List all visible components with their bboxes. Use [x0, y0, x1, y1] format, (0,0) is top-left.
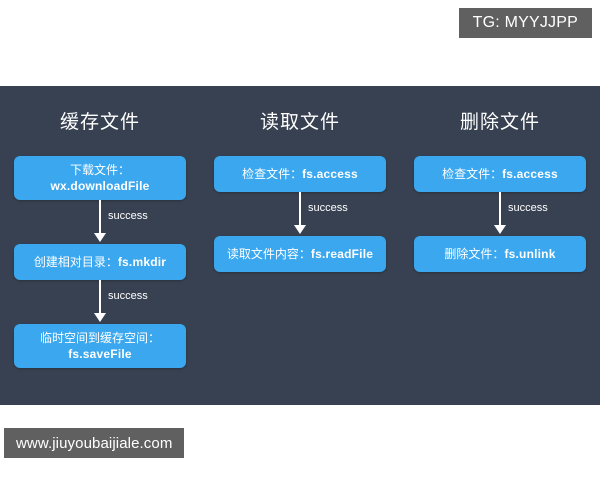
- flow-node-label: 检查文件：: [442, 167, 503, 181]
- arrow-down-icon: [94, 233, 106, 242]
- flow-node-api: fs.saveFile: [68, 347, 132, 361]
- flow-node-label: 检查文件：: [242, 167, 303, 181]
- flow-connector: success: [14, 280, 186, 324]
- diagram-column-delete-file: 删除文件 检查文件：fs.access success 删除文件：fs.unli…: [400, 86, 600, 405]
- connector-line: [499, 192, 501, 228]
- flow-node-content: 下载文件： wx.downloadFile: [22, 162, 178, 194]
- flow-connector: success: [214, 192, 386, 236]
- flow-node-api: fs.access: [502, 167, 558, 181]
- diagram-columns: 缓存文件 下载文件： wx.downloadFile success 创建相对目录…: [0, 86, 600, 405]
- arrow-down-icon: [294, 225, 306, 234]
- flow-node-content: 删除文件：fs.unlink: [444, 246, 555, 262]
- flow-node-api: fs.access: [302, 167, 358, 181]
- flow-connector: success: [414, 192, 586, 236]
- watermark-top-right: TG: MYYJJPP: [458, 8, 592, 38]
- flow-node[interactable]: 下载文件： wx.downloadFile: [14, 156, 186, 200]
- connector-line: [99, 200, 101, 236]
- connector-label: success: [108, 210, 148, 222]
- column-title: 读取文件: [259, 112, 340, 133]
- column-title: 删除文件: [459, 112, 540, 133]
- flow-node-api: fs.readFile: [310, 247, 374, 261]
- connector-line: [99, 280, 101, 316]
- flow-node-content: 检查文件：fs.access: [242, 166, 358, 182]
- flow-node[interactable]: 读取文件内容：fs.readFile: [214, 236, 386, 272]
- column-title: 缓存文件: [59, 112, 140, 133]
- flow-node[interactable]: 删除文件：fs.unlink: [414, 236, 586, 272]
- flow-node-label: 临时空间到缓存空间：: [39, 331, 160, 345]
- flow-node-content: 临时空间到缓存空间： fs.saveFile: [40, 330, 160, 362]
- arrow-down-icon: [494, 225, 506, 234]
- flow-node[interactable]: 创建相对目录：fs.mkdir: [14, 244, 186, 280]
- diagram-column-cache-file: 缓存文件 下载文件： wx.downloadFile success 创建相对目录…: [0, 86, 200, 405]
- flow-node-label: 读取文件内容：: [226, 247, 311, 261]
- connector-label: success: [308, 202, 348, 214]
- flow-node-content: 读取文件内容：fs.readFile: [227, 246, 373, 262]
- diagram-panel: 缓存文件 下载文件： wx.downloadFile success 创建相对目录…: [0, 86, 600, 405]
- flow-connector: success: [14, 200, 186, 244]
- connector-label: success: [108, 290, 148, 302]
- connector-label: success: [508, 202, 548, 214]
- arrow-down-icon: [94, 313, 106, 322]
- flow-node[interactable]: 临时空间到缓存空间： fs.saveFile: [14, 324, 186, 368]
- flow-node[interactable]: 检查文件：fs.access: [414, 156, 586, 192]
- flow-node[interactable]: 检查文件：fs.access: [214, 156, 386, 192]
- connector-line: [299, 192, 301, 228]
- diagram-column-read-file: 读取文件 检查文件：fs.access success 读取文件内容：fs.re…: [200, 86, 400, 405]
- flow-node-api: fs.mkdir: [117, 255, 167, 269]
- flow-node-api: wx.downloadFile: [50, 179, 150, 193]
- flow-node-content: 检查文件：fs.access: [442, 166, 558, 182]
- flow-node-content: 创建相对目录：fs.mkdir: [34, 254, 166, 270]
- flow-node-label: 删除文件：: [444, 247, 505, 261]
- watermark-bottom-left: www.jiuyoubaijiale.com: [4, 428, 185, 458]
- flow-node-api: fs.unlink: [504, 247, 556, 261]
- flow-node-label: 创建相对目录：: [33, 255, 118, 269]
- flow-node-label: 下载文件：: [69, 163, 130, 177]
